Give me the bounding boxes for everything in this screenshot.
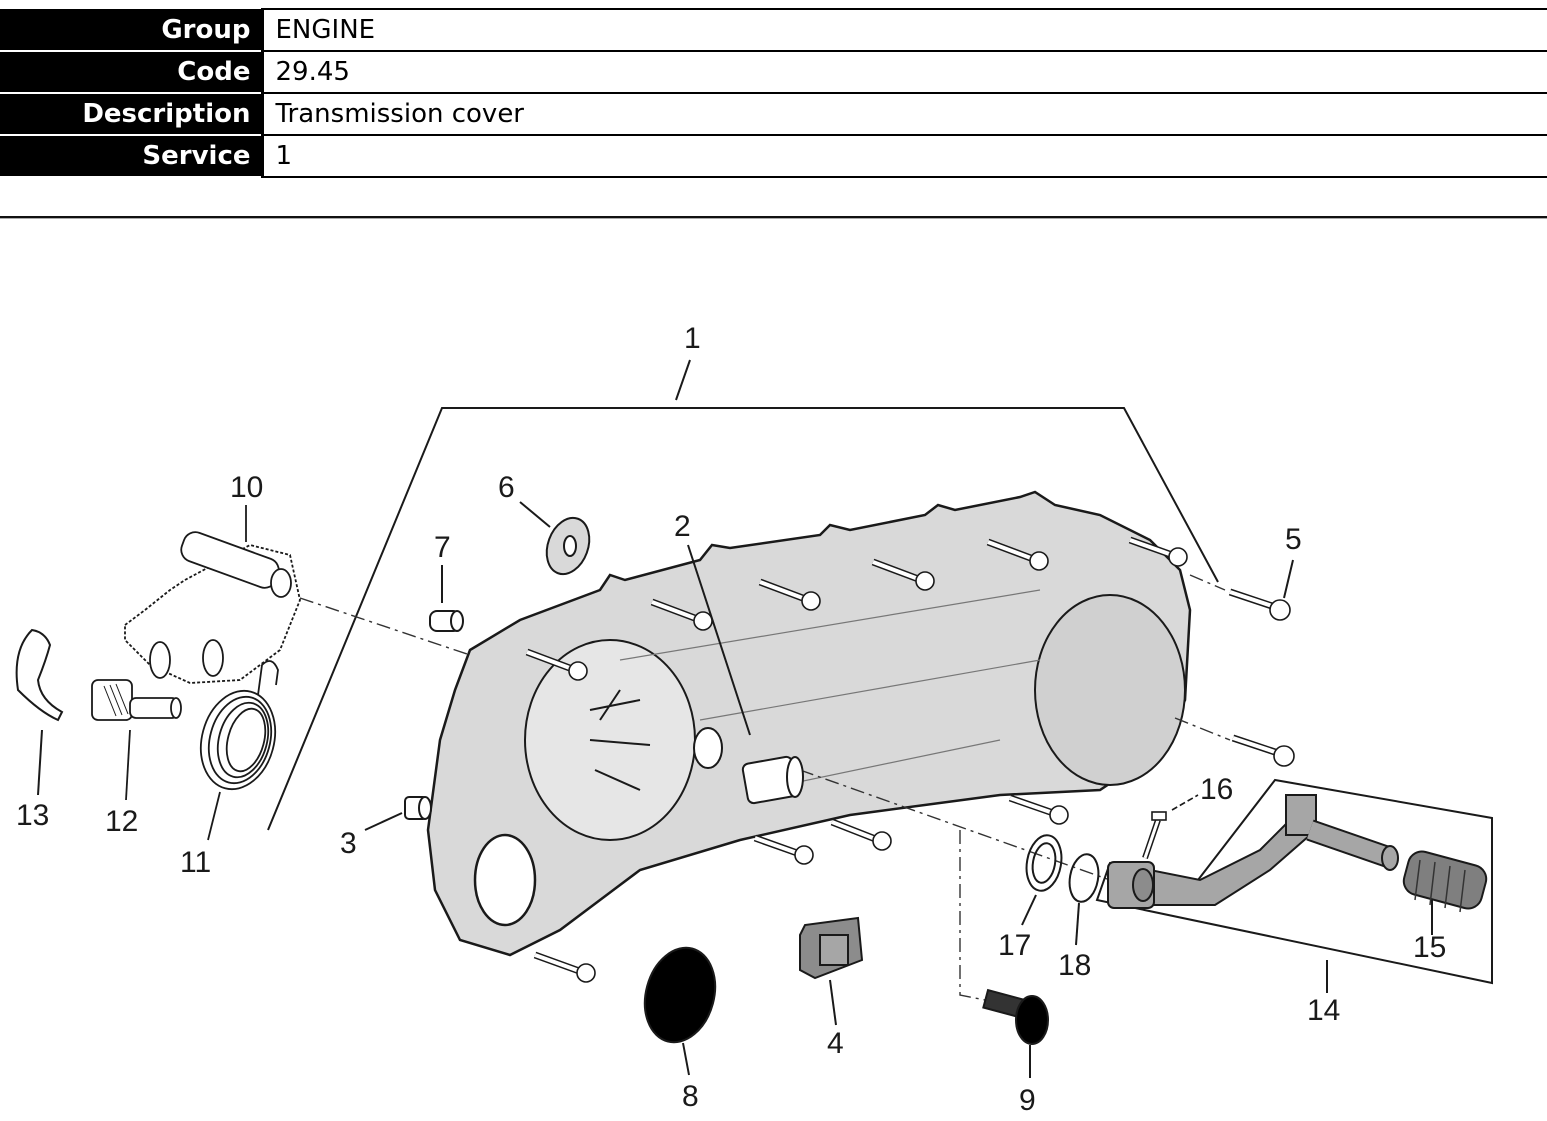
info-row-description: Description Transmission cover xyxy=(0,92,1547,136)
description-value: Transmission cover xyxy=(260,92,1547,136)
part-6-oil-seal xyxy=(519,501,591,576)
info-row-code: Code 29.45 xyxy=(0,50,1547,94)
leader-13 xyxy=(37,729,43,796)
part-11-spring xyxy=(199,660,279,841)
group-bracket-1 xyxy=(267,407,1219,831)
leader-6 xyxy=(519,501,551,528)
part-13-circlip xyxy=(15,628,64,796)
group-label: Group xyxy=(0,9,262,52)
service-value: 1 xyxy=(260,134,1547,178)
exploded-parts-diagram: 1 2 3 4 5 6 7 8 9 10 11 12 13 14 15 16 1… xyxy=(15,322,1493,1117)
part-12-pinion xyxy=(91,679,182,801)
bolt xyxy=(533,951,596,983)
section-divider xyxy=(0,216,1547,219)
callout-17: 17 xyxy=(998,929,1031,962)
callout-12: 12 xyxy=(105,805,138,838)
cover-hole xyxy=(473,833,537,927)
part-4-clip xyxy=(799,916,864,1026)
callout-3: 3 xyxy=(340,827,357,860)
code-label: Code xyxy=(0,51,262,94)
leader-1 xyxy=(675,359,691,401)
callout-6: 6 xyxy=(498,471,515,504)
leader-17 xyxy=(1021,894,1037,926)
callout-11: 11 xyxy=(180,846,211,879)
part-18-circlip xyxy=(1068,853,1100,946)
callout-5: 5 xyxy=(1285,523,1302,556)
part-15-grip xyxy=(1402,850,1488,935)
callout-7: 7 xyxy=(434,531,451,564)
bolt xyxy=(871,558,935,591)
bolt xyxy=(830,818,892,851)
callout-15: 15 xyxy=(1413,931,1446,964)
part-8-cap xyxy=(643,946,717,1076)
part-14-kick-lever xyxy=(1095,778,1493,993)
bolt-lower-right xyxy=(1231,734,1295,767)
clutch-cover-circle xyxy=(1034,594,1186,786)
info-row-group: Group ENGINE xyxy=(0,8,1547,52)
leader-12 xyxy=(125,729,131,801)
callout-labels: 1 2 3 4 5 6 7 8 9 10 11 12 13 14 15 16 1… xyxy=(16,322,1446,1117)
leader-4 xyxy=(829,979,837,1026)
leader-3 xyxy=(364,812,403,831)
part-7-dowel-pin xyxy=(429,565,464,632)
fan-blades xyxy=(589,689,651,791)
part-3-dowel xyxy=(364,796,432,831)
callout-9: 9 xyxy=(1019,1084,1036,1117)
assembly-axes xyxy=(299,574,1231,1001)
callout-18: 18 xyxy=(1058,949,1091,982)
callout-8: 8 xyxy=(682,1080,699,1113)
part-5-bolt xyxy=(1228,559,1294,621)
fan-housing xyxy=(524,639,696,841)
part-16-screw xyxy=(1142,794,1199,859)
leader-16 xyxy=(1171,794,1199,811)
leader-5 xyxy=(1283,559,1294,599)
inspection-hole xyxy=(693,727,723,769)
bolt xyxy=(758,578,821,611)
leader-18 xyxy=(1075,902,1080,946)
callout-4: 4 xyxy=(827,1027,844,1060)
callout-16: 16 xyxy=(1200,773,1233,806)
part-10-sector-gear xyxy=(124,505,301,684)
group-value: ENGINE xyxy=(260,8,1547,52)
callout-2: 2 xyxy=(674,510,691,543)
callout-1: 1 xyxy=(684,322,701,355)
part-2-bushing xyxy=(687,544,804,805)
leader-8 xyxy=(682,1042,690,1076)
code-value: 29.45 xyxy=(260,50,1547,94)
service-label: Service xyxy=(0,135,262,178)
bolt xyxy=(1008,794,1069,825)
bolt xyxy=(650,598,713,631)
bolt xyxy=(525,648,588,681)
callout-13: 13 xyxy=(16,799,49,832)
description-label: Description xyxy=(0,93,262,136)
bolt xyxy=(986,538,1049,571)
callout-14: 14 xyxy=(1307,994,1340,1027)
leader-11 xyxy=(207,791,221,841)
part-info-table: Group ENGINE Code 29.45 Description Tran… xyxy=(0,8,1547,178)
part-17-washer xyxy=(1021,834,1063,926)
callout-10: 10 xyxy=(230,471,263,504)
info-row-service: Service 1 xyxy=(0,134,1547,178)
part-9-plug xyxy=(982,988,1049,1078)
bolt xyxy=(1128,536,1188,567)
cover-bolts xyxy=(525,536,1188,983)
bolt xyxy=(753,834,814,865)
leader-2 xyxy=(687,544,751,736)
